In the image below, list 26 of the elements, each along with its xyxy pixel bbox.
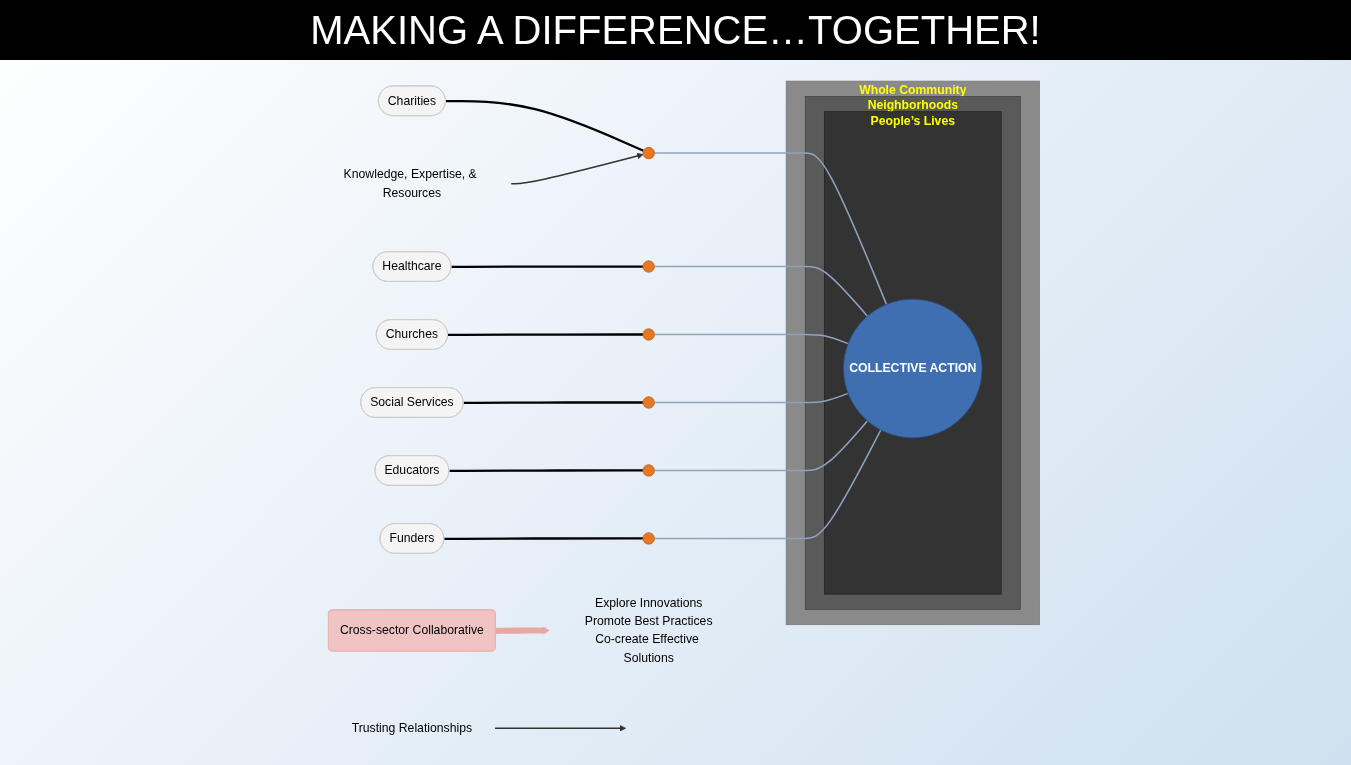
- arrow: [493, 724, 626, 732]
- connector-line: [653, 333, 849, 345]
- connector-line: [463, 401, 643, 404]
- connector-line: [653, 429, 882, 540]
- connector-line: [445, 99, 644, 152]
- node-circle: [642, 260, 655, 273]
- node-circle: [642, 464, 655, 477]
- connector-line: [447, 333, 643, 337]
- title-banner: MAKING A DIFFERENCE…TOGETHER!: [0, 0, 1351, 60]
- connector-line: [653, 152, 887, 306]
- arrow: [509, 152, 643, 185]
- node-circle: [642, 396, 655, 409]
- node-circle: [642, 328, 655, 341]
- connector-line: [450, 265, 643, 269]
- connector-line: [653, 420, 868, 472]
- node-circle: COLLECTIVE ACTION: [842, 298, 982, 439]
- arrow: [495, 627, 550, 634]
- connector-line: [443, 537, 643, 540]
- node-text: Explore Innovations Promote Best Practices Co-create Effective Solutions: [584, 596, 713, 665]
- node-circle: [642, 532, 655, 545]
- connector-line: [448, 469, 643, 472]
- connector-line: [653, 265, 868, 317]
- node-circle: [642, 147, 655, 160]
- node-text: Trusting Relationships: [351, 721, 472, 735]
- connector-line: [653, 392, 849, 404]
- node-text: Knowledge, Expertise, & Resources: [343, 167, 477, 199]
